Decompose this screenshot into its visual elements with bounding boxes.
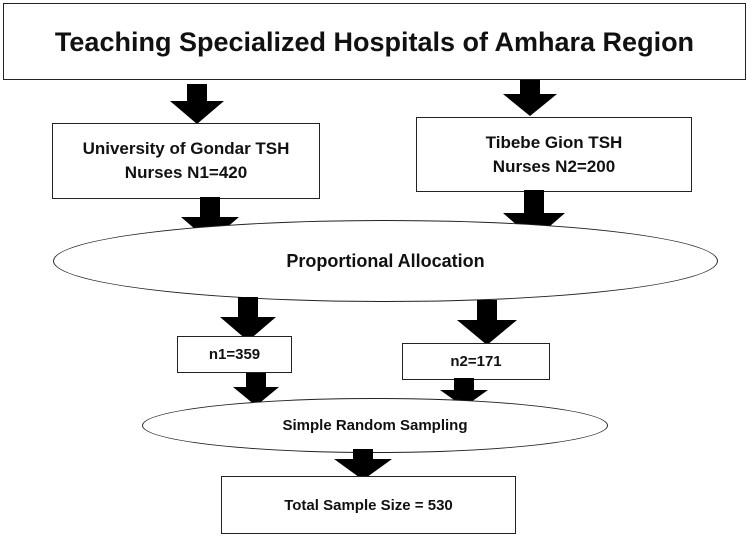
n2-sample-text: n2=171 [450,353,502,370]
total-sample-size-text: Total Sample Size = 530 [284,496,453,514]
title-box: Teaching Specialized Hospitals of Amhara… [3,3,746,80]
arrow-title-to-gondar [170,84,224,124]
gondar-hospital-text: University of Gondar TSH Nurses N1=420 [82,139,290,182]
simple-random-sampling-ellipse: Simple Random Sampling [142,398,608,453]
total-sample-size-box: Total Sample Size = 530 [221,476,516,534]
arrow-title-to-tibebe [503,80,557,116]
simple-random-sampling-text: Simple Random Sampling [282,417,468,434]
arrow-allocation-to-n1 [220,297,276,341]
arrow-gondar-to-allocation [181,197,239,242]
proportional-allocation-text: Proportional Allocation [286,251,485,271]
gondar-hospital-box: University of Gondar TSH Nurses N1=420 [52,123,320,199]
tibebe-hospital-box: Tibebe Gion TSH Nurses N2=200 [416,117,692,192]
proportional-allocation-ellipse: Proportional Allocation [53,220,718,302]
arrow-tibebe-to-allocation [503,190,565,240]
arrow-sampling-to-total [334,449,392,480]
arrow-n1-to-sampling [233,373,279,406]
n1-sample-text: n1=359 [208,346,261,363]
tibebe-hospital-text: Tibebe Gion TSH Nurses N2=200 [485,132,623,176]
n1-sample-box: n1=359 [177,336,292,373]
arrow-allocation-to-n2 [457,300,517,345]
arrow-n2-to-sampling [440,378,488,407]
title-text: Teaching Specialized Hospitals of Amhara… [54,26,695,57]
n2-sample-box: n2=171 [402,343,550,380]
